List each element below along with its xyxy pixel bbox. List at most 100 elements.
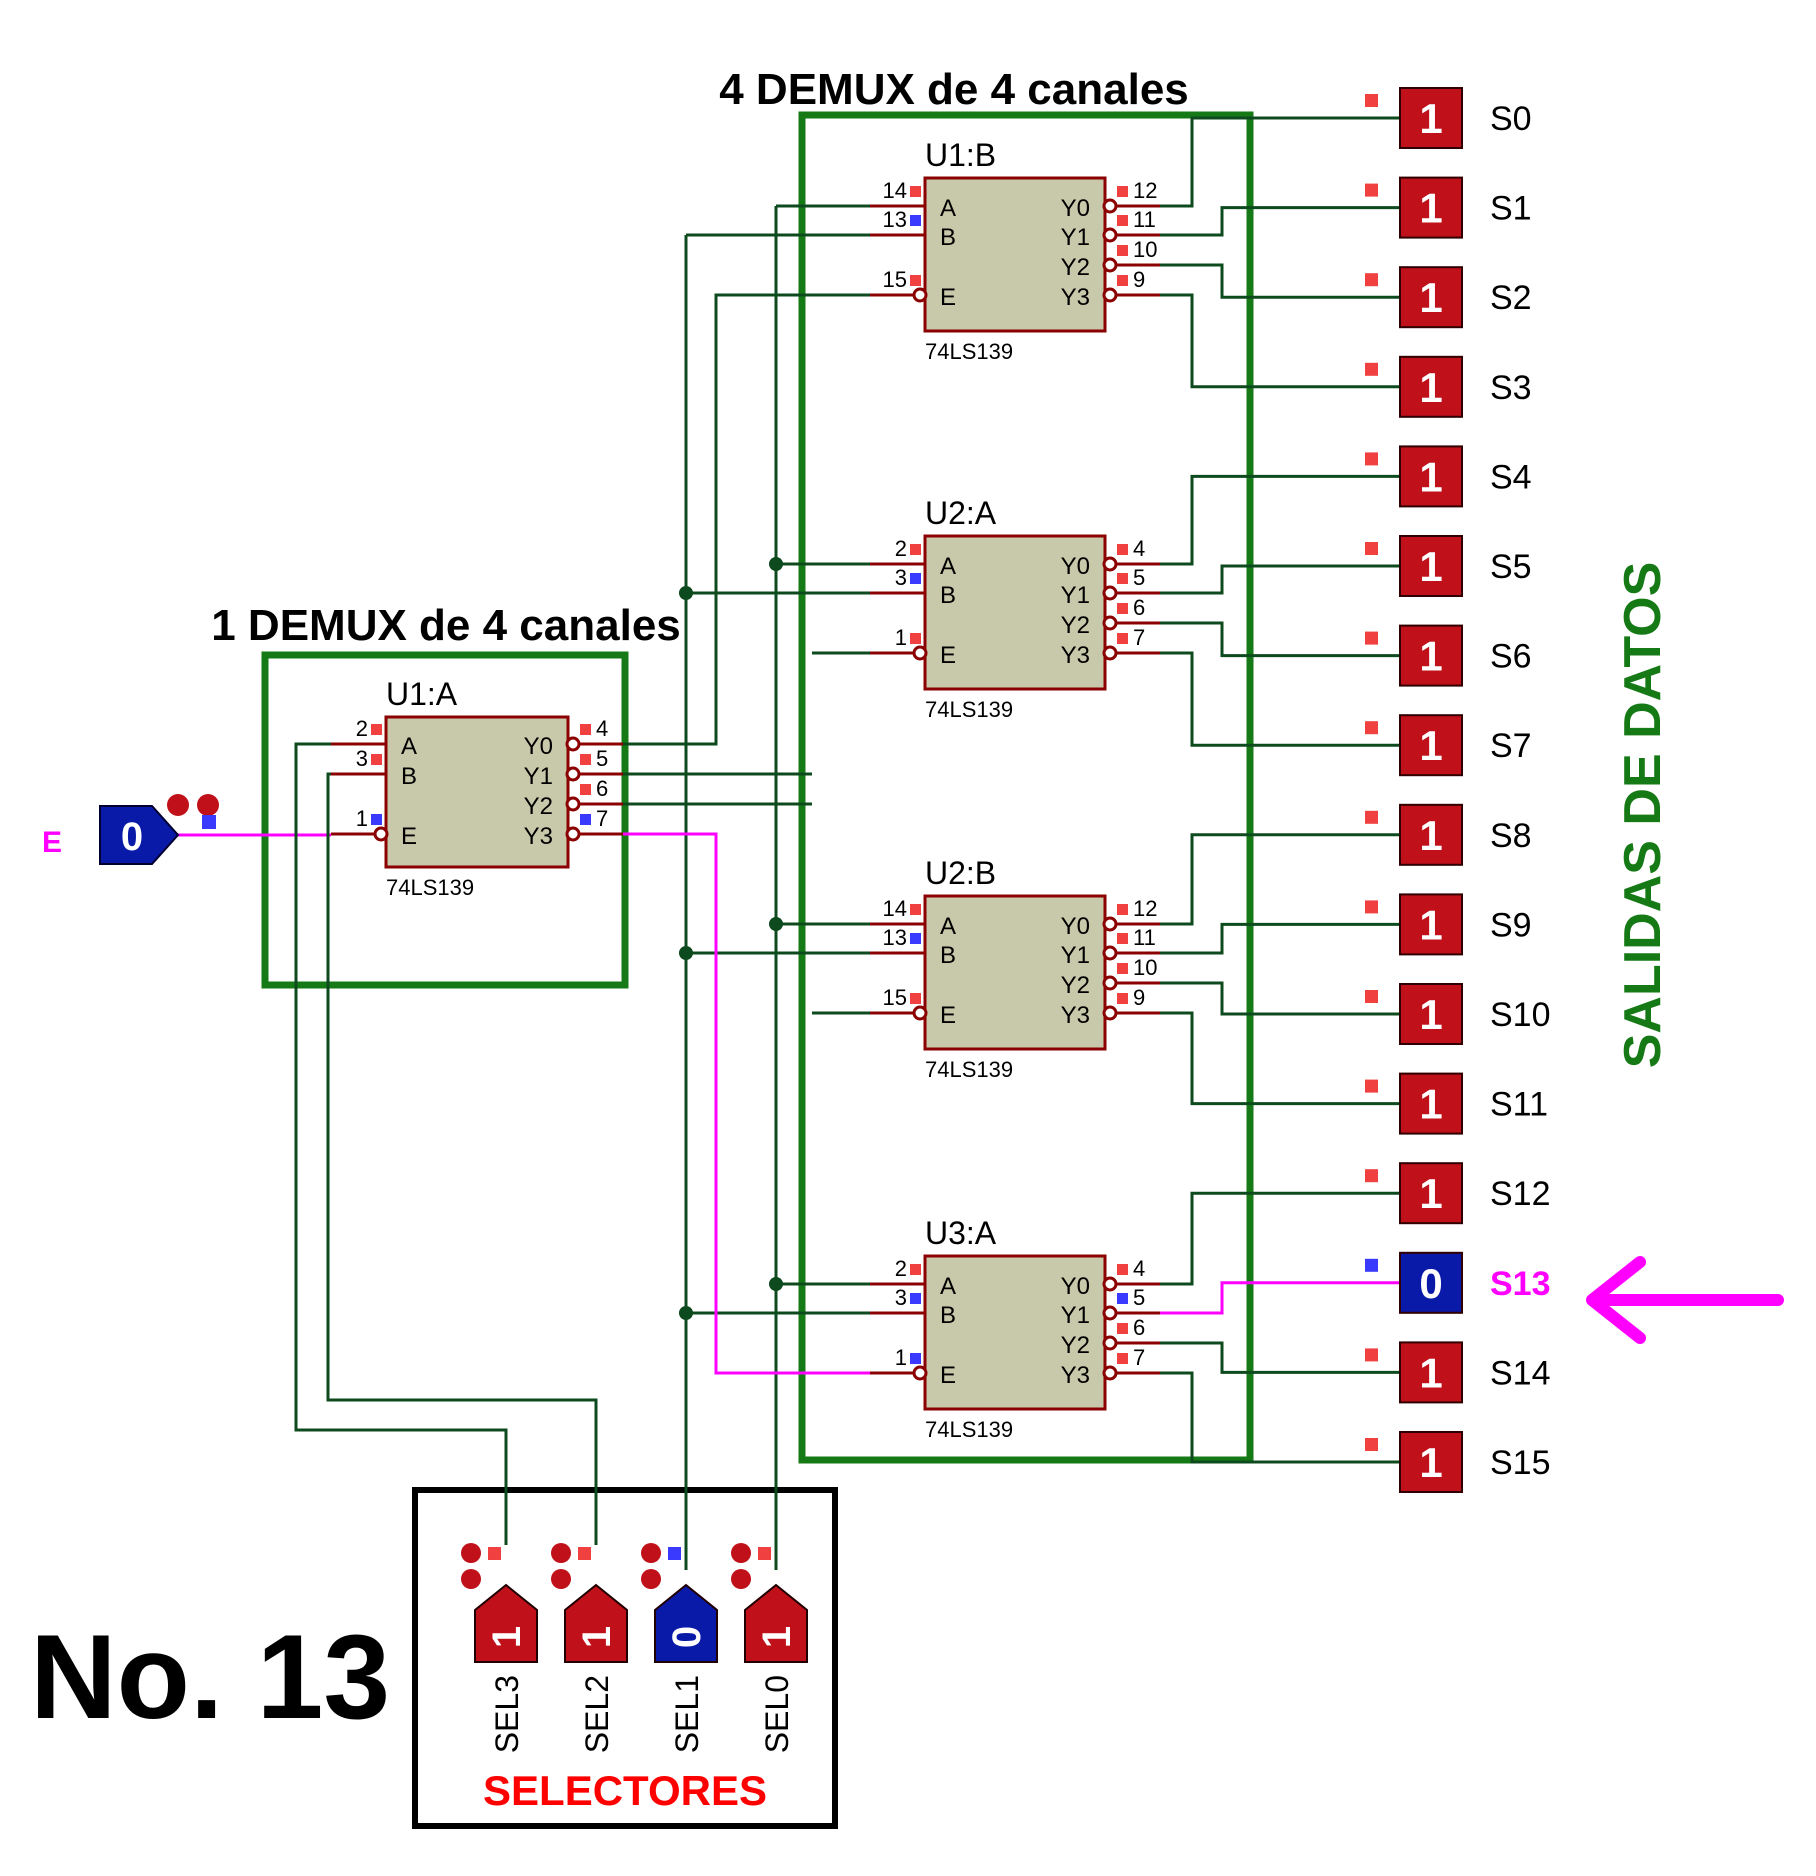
input-probe-body[interactable]	[99, 805, 180, 865]
wire	[1160, 293, 1400, 389]
logic-state-marker-icon	[1117, 904, 1128, 915]
chip-3-inversion-bubble	[1102, 1335, 1118, 1351]
logic-state-marker-icon	[1117, 993, 1128, 1004]
output-probe-label: S9	[1490, 906, 1532, 944]
output-probe-10	[1399, 983, 1463, 1045]
chip-2-inversion-bubble	[1102, 1005, 1118, 1021]
chip-first-pin-number: 4	[596, 716, 608, 741]
output-probe-label: S11	[1490, 1086, 1548, 1124]
chip-0-pin-number: 13	[883, 207, 907, 232]
chip-2-part: 74LS139	[925, 1057, 1013, 1082]
chip-1-inversion-bubble	[912, 645, 928, 661]
chip-first-pin-name: Y3	[524, 823, 553, 850]
output-probe-label: S13	[1490, 1265, 1551, 1303]
output-probe-value: 1	[1419, 812, 1442, 859]
input-probe-label: E	[42, 826, 62, 859]
chip-2-pin-number: 12	[1133, 896, 1157, 921]
logic-state-marker-icon	[202, 815, 216, 829]
chip-1-pin-name: A	[940, 553, 956, 580]
chip-3-body	[923, 1254, 1107, 1411]
group-boxes	[261, 111, 1254, 1829]
demux-group-box-first-stage	[261, 651, 629, 989]
selector-switch-2	[654, 1583, 718, 1663]
logic-state-marker-icon	[1365, 542, 1378, 555]
toggle-up-icon[interactable]	[167, 794, 189, 816]
wire	[1160, 1281, 1400, 1315]
title-first-stage: 1 DEMUX de 4 canales	[211, 601, 681, 650]
chip-1-pin-number: 7	[1133, 625, 1145, 650]
chip-3-pin-number: 1	[895, 1345, 907, 1370]
output-probe-2	[1399, 266, 1463, 329]
toggle-down-icon	[551, 1569, 571, 1589]
chip-first-pin-number: 6	[596, 776, 608, 801]
output-probe-value: 1	[1419, 633, 1442, 680]
logic-state-marker-icon	[488, 1547, 501, 1560]
logic-state-marker-icon	[1117, 1323, 1128, 1334]
toggle-down-icon[interactable]	[197, 794, 219, 816]
logic-state-marker-icon	[1365, 1169, 1378, 1183]
output-probe-value: 1	[1419, 1349, 1442, 1396]
logic-state-marker-icon	[910, 573, 921, 584]
chip-0-pin-number: 14	[883, 178, 907, 203]
output-probe-value: 1	[1419, 1081, 1442, 1128]
chip-3-pin-name: Y0	[1061, 1273, 1090, 1300]
selector-label: SEL2	[579, 1675, 615, 1753]
output-probe-value: 1	[1419, 901, 1442, 948]
output-probe-value: 1	[1419, 1439, 1442, 1486]
case-number: No. 13	[30, 1610, 390, 1744]
output-probe-value: 0	[1419, 1260, 1442, 1307]
logic-state-marker-icon	[910, 1264, 921, 1275]
chip-2-pin-name: A	[940, 913, 956, 940]
chip-0-inversion-bubble	[1102, 257, 1118, 273]
wire	[1160, 1191, 1400, 1286]
wire	[1160, 981, 1400, 1016]
wire	[1160, 263, 1400, 299]
output-probe-label: S2	[1490, 279, 1532, 317]
logic-state-marker-icon	[580, 724, 591, 735]
selector-label: SEL1	[669, 1675, 705, 1753]
chip-2-pin-name: B	[940, 942, 956, 969]
chip-2-inversion-bubble	[1102, 945, 1118, 961]
toggle-up-icon	[641, 1543, 661, 1563]
junction-dot	[769, 1277, 783, 1291]
output-probe-label: S6	[1490, 638, 1532, 676]
chip-0-pin-name: Y1	[1061, 224, 1090, 251]
output-probe-label: S1	[1490, 190, 1532, 228]
logic-state-marker-icon	[1365, 273, 1378, 287]
selectors-box	[412, 1487, 838, 1829]
title-outputs: SALIDAS DE DATOS	[1614, 562, 1672, 1069]
wires	[178, 116, 1400, 1570]
chip-first-pin-name: Y2	[524, 793, 553, 820]
output-probe-8	[1399, 803, 1463, 866]
logic-state-marker-icon	[1117, 275, 1128, 286]
chip-3-inversion-bubble	[912, 1365, 928, 1381]
chip-2-pin-name: Y3	[1061, 1002, 1090, 1029]
junction-dot	[769, 557, 783, 571]
chip-3-inversion-bubble	[1102, 1276, 1118, 1292]
output-probe-label: S0	[1490, 100, 1532, 138]
output-probe-3	[1399, 355, 1463, 418]
chip-0-pin-number: 9	[1133, 267, 1145, 292]
demux-group-box-second-stage	[798, 111, 1254, 1464]
logic-state-marker-icon	[1117, 215, 1128, 226]
wire	[1160, 1341, 1400, 1374]
logic-state-marker-icon	[668, 1547, 681, 1560]
chip-0-body	[923, 176, 1107, 333]
toggle-down-icon	[641, 1569, 661, 1589]
wire	[1160, 1011, 1400, 1106]
chip-1-inversion-bubble	[1102, 615, 1118, 631]
chip-0-pin-name: Y3	[1061, 284, 1090, 311]
chip-3-pin-number: 5	[1133, 1285, 1145, 1310]
output-probe-value: 1	[1419, 722, 1442, 769]
logic-state-marker-icon	[1365, 1079, 1378, 1093]
input-probe-e[interactable]: 0 E	[42, 794, 219, 865]
chip-2-pin-name: Y2	[1061, 972, 1090, 999]
logic-state-marker-icon	[910, 1293, 921, 1304]
output-probe-9	[1399, 893, 1463, 956]
chip-2-pin-number: 10	[1133, 955, 1157, 980]
chip-3-pin-name: E	[940, 1362, 956, 1389]
logic-state-marker-icon	[1365, 990, 1378, 1003]
chip-first-pin-name: E	[401, 823, 417, 850]
toggle-up-icon	[731, 1543, 751, 1563]
